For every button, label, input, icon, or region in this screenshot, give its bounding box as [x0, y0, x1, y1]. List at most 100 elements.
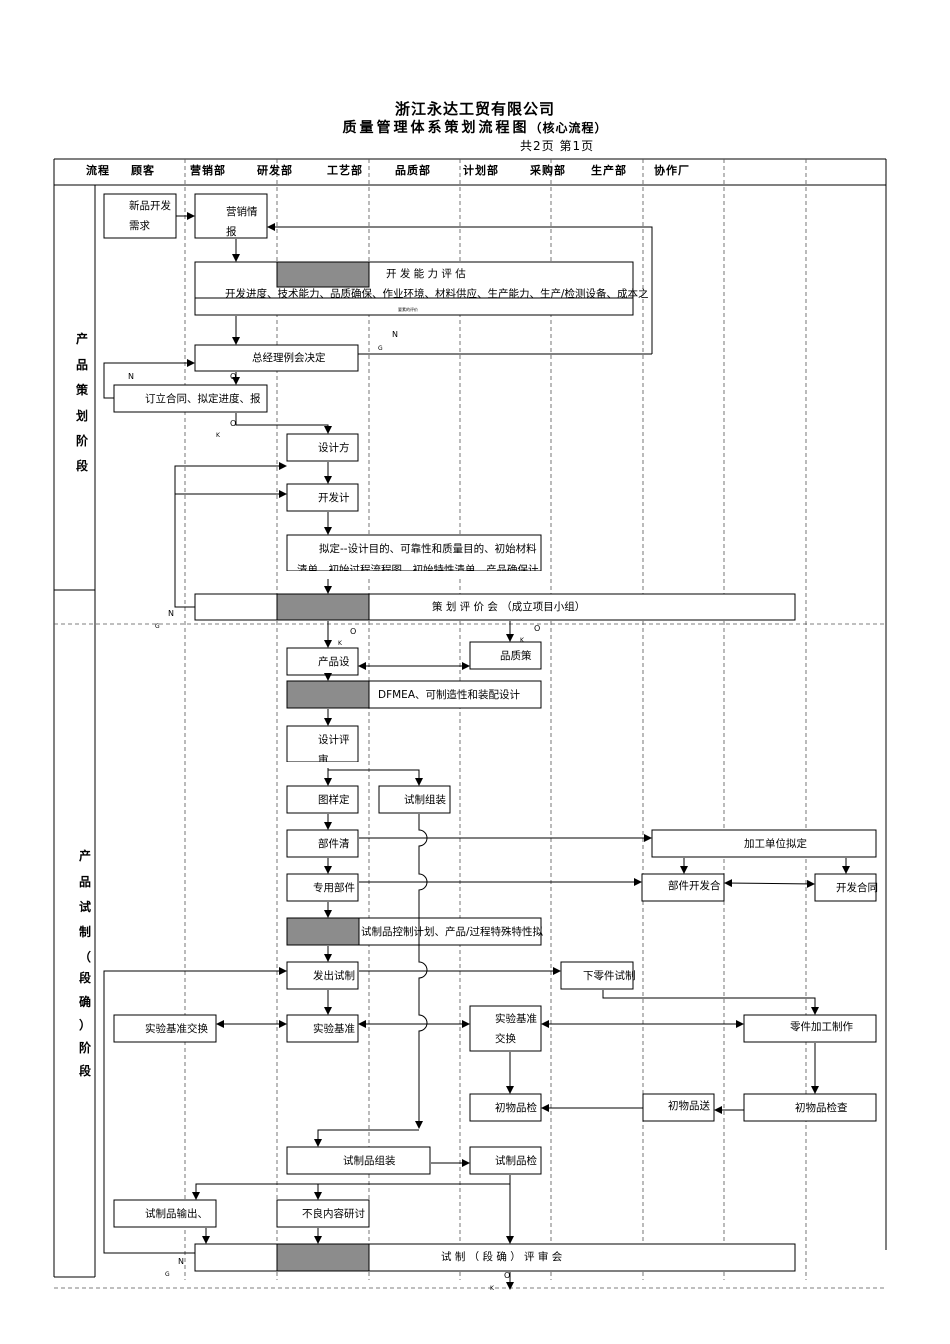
- box-capability-eval: 开 发 能 力 评 估 开发进度、技术能力、品质确保、作业环境、材料供应、生产能…: [194, 261, 649, 316]
- svg-text:策 划 评 价 会 （成立项目小组）: 策 划 评 价 会 （成立项目小组）: [432, 600, 585, 613]
- svg-text:G: G: [165, 1271, 170, 1278]
- box-parts-list: 部件清: [286, 829, 359, 858]
- svg-text:不良内容研讨: 不良内容研讨: [302, 1207, 365, 1220]
- svg-text:试制品控制计划、产品/过程特殊特性拟: 试制品控制计划、产品/过程特殊特性拟: [361, 925, 544, 938]
- box-plan-review: 策 划 评 价 会 （成立项目小组）: [194, 593, 796, 621]
- svg-text:图样定: 图样定: [318, 793, 350, 806]
- svg-text:试制组装: 试制组装: [404, 793, 446, 806]
- svg-text:订立合同、拟定进度、报: 订立合同、拟定进度、报: [145, 392, 261, 405]
- box-parts-dev-contract: 部件开发合: [641, 873, 725, 902]
- svg-text:初物品送: 初物品送: [668, 1099, 710, 1112]
- svg-text:试制品检: 试制品检: [495, 1154, 537, 1167]
- box-dfmea: DFMEA、可制造性和装配设计: [286, 680, 542, 709]
- svg-text:段: 段: [79, 970, 92, 985]
- stage-label-planning: 产 品 策 划 阶 段: [76, 331, 89, 473]
- svg-text:G: G: [378, 345, 383, 352]
- box-dev-plan: 开发计: [286, 483, 359, 512]
- col-header-planning: 计划部: [463, 163, 499, 177]
- svg-text:部件开发合: 部件开发合: [668, 879, 721, 892]
- svg-text:DFMEA、可制造性和装配设计: DFMEA、可制造性和装配设计: [378, 688, 521, 701]
- svg-text:实验基准交换: 实验基准交换: [145, 1022, 208, 1035]
- svg-text:实验基准: 实验基准: [495, 1012, 537, 1025]
- box-contract: 订立合同、拟定进度、报: [113, 384, 268, 413]
- box-defect-study: 不良内容研讨: [276, 1199, 370, 1228]
- svg-text:策: 策: [76, 382, 89, 397]
- box-trial-product-assembly: 试制品组装: [286, 1146, 431, 1175]
- svg-text:产: 产: [76, 331, 88, 346]
- box-supplier-select: 加工单位拟定: [651, 829, 877, 858]
- box-quality-plan: 品质策: [469, 641, 542, 670]
- svg-text:部件清: 部件清: [318, 837, 350, 850]
- svg-text:发出试制: 发出试制: [313, 969, 355, 982]
- svg-text:初物品检查: 初物品检查: [795, 1101, 848, 1114]
- svg-text:试 制 （ 段 确 ） 评 审 会: 试 制 （ 段 确 ） 评 审 会: [441, 1250, 563, 1263]
- svg-text:K: K: [216, 432, 221, 439]
- svg-text:（: （: [79, 949, 91, 964]
- box-draft-goals: 拟定--设计目的、可靠性和质量目的、初始材料 清单、初始过程流程图、初始特性清单…: [286, 534, 542, 579]
- svg-text:试: 试: [79, 899, 91, 914]
- col-header-cooperator: 协作厂: [654, 163, 690, 177]
- svg-text:下零件试制: 下零件试制: [583, 969, 636, 982]
- svg-text:试制品组装: 试制品组装: [343, 1154, 396, 1167]
- svg-text:确: 确: [79, 994, 91, 1009]
- col-header-quality: 品质部: [395, 163, 431, 177]
- svg-text:试制品输出、: 试制品输出、: [145, 1207, 208, 1220]
- table-frame: [53, 158, 887, 1289]
- box-test-ref: 实验基准: [286, 1014, 359, 1043]
- svg-text:营销情: 营销情: [226, 205, 258, 218]
- svg-text:需求: 需求: [129, 220, 150, 232]
- svg-text:N: N: [168, 609, 174, 618]
- box-trial-assembly: 试制组装: [378, 785, 451, 814]
- col-header-rnd: 研发部: [257, 163, 293, 177]
- box-trial-control-plan: 试制品控制计划、产品/过程特殊特性拟: [286, 917, 544, 946]
- col-header-marketing: 营销部: [190, 163, 226, 177]
- svg-text:品: 品: [76, 358, 88, 372]
- box-gm-meeting: 总经理例会决定: [194, 344, 359, 372]
- svg-text:G: G: [155, 623, 160, 630]
- box-product-design: 产品设: [286, 647, 359, 676]
- col-header-production: 生产部: [591, 163, 627, 177]
- box-test-ref-exchange-customer: 实验基准交换: [113, 1014, 217, 1043]
- box-first-article-check: 初物品检查: [743, 1093, 877, 1122]
- box-marketing-info: 营销情 报: [194, 193, 268, 239]
- col-header-customer: 顾客: [131, 163, 155, 177]
- stage-label-trial: 产 品 试 制 （ 段 确 ） 阶 段: [79, 848, 92, 1078]
- svg-text:阶: 阶: [76, 433, 89, 448]
- chart-title-sub: （核心流程）: [529, 121, 608, 135]
- svg-text:审: 审: [318, 753, 329, 766]
- svg-text:要素的评价: 要素的评价: [398, 306, 418, 312]
- column-separators: [184, 159, 807, 1280]
- box-issue-trial: 发出试制: [286, 961, 359, 990]
- svg-text:交换: 交换: [495, 1032, 516, 1045]
- svg-text:O: O: [534, 624, 540, 633]
- svg-text:段: 段: [76, 458, 89, 473]
- svg-text:产品设: 产品设: [318, 655, 350, 668]
- svg-text:设计评: 设计评: [318, 733, 350, 746]
- svg-text:报: 报: [226, 225, 237, 238]
- box-special-parts: 专用部件: [286, 873, 359, 902]
- box-first-article-send: 初物品送: [642, 1093, 715, 1122]
- connectors: [103, 212, 850, 1290]
- box-trial-output: 试制品输出、: [113, 1199, 217, 1228]
- svg-text:N: N: [178, 1257, 184, 1266]
- svg-text:K: K: [338, 640, 343, 647]
- svg-text:新品开发: 新品开发: [129, 199, 171, 212]
- svg-text:制: 制: [79, 924, 91, 939]
- chart-title-main: 质量管理体系策划流程图: [342, 120, 530, 136]
- svg-text:开 发 能 力 评 估: 开 发 能 力 评 估: [386, 267, 466, 280]
- svg-text:产: 产: [79, 848, 91, 863]
- svg-text:K: K: [520, 637, 525, 644]
- svg-text:N: N: [392, 330, 398, 339]
- svg-text:O: O: [350, 627, 356, 636]
- svg-text:阶: 阶: [79, 1040, 92, 1055]
- box-new-product-demand: 新品开发 需求: [103, 193, 177, 239]
- svg-text:）: ）: [79, 1017, 91, 1032]
- svg-text:初物品检: 初物品检: [495, 1101, 537, 1114]
- svg-text:品: 品: [79, 875, 91, 889]
- svg-text:划: 划: [76, 408, 88, 423]
- svg-text:N: N: [128, 372, 134, 381]
- svg-text:O: O: [230, 419, 236, 428]
- svg-text:段: 段: [79, 1063, 92, 1078]
- box-parts-manufacture: 零件加工制作: [743, 1014, 877, 1043]
